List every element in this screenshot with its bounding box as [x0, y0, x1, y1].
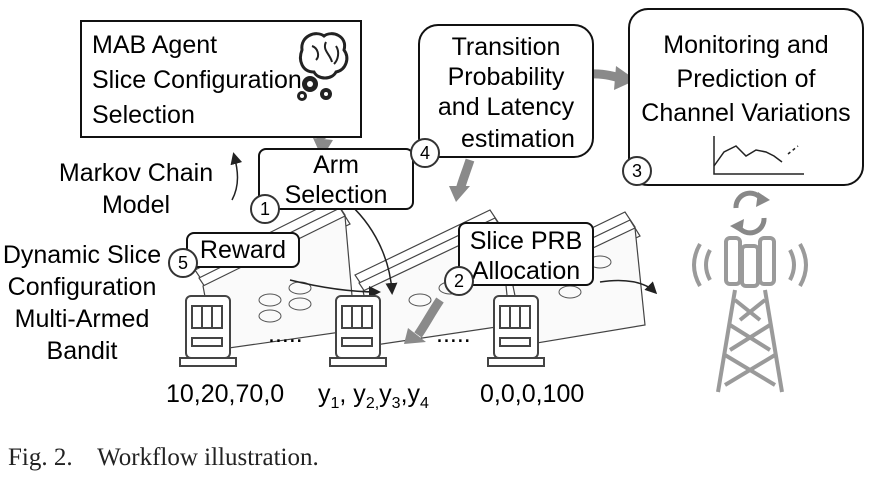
transition-line-4: estimation — [461, 125, 575, 153]
step-number-2: 2 — [444, 266, 474, 296]
figure-caption: Fig. 2. Workflow illustration. — [8, 444, 319, 471]
reward-label: Reward — [199, 236, 287, 264]
vector-y1: y — [318, 380, 331, 408]
vector-y2-sub: 2, — [365, 395, 380, 412]
markov-label-line-2: Model — [101, 191, 171, 219]
arm-selection-box: Arm Selection — [258, 148, 414, 210]
arrow-from-transition — [455, 158, 475, 192]
step-number-1: 1 — [250, 194, 280, 224]
step-number-4: 4 — [410, 138, 440, 168]
transition-line-3: and Latency — [437, 93, 575, 121]
transition-line-2: Probability — [447, 63, 565, 91]
transition-line-1: Transition — [451, 33, 561, 61]
reward-box: Reward — [186, 232, 300, 268]
arrow-allocation — [414, 297, 444, 338]
vector-first: 10,20,70,0 — [166, 380, 285, 408]
step-number-5: 5 — [168, 248, 198, 278]
vector-y3: y — [379, 380, 392, 408]
arm-selection-line-2: Selection — [284, 181, 388, 209]
mab-agent-box: MAB Agent Slice Configuration Selection — [80, 20, 362, 138]
vector-y2: , y — [339, 380, 366, 408]
monitoring-line-1: Monitoring and — [663, 31, 829, 59]
slice-prb-line-2: Allocation — [471, 257, 581, 285]
step-number-3: 3 — [622, 156, 652, 186]
vector-y4: ,y — [400, 380, 421, 408]
slice-prb-box: Slice PRB Allocation — [458, 222, 594, 286]
vector-last: 0,0,0,100 — [480, 380, 585, 408]
dynamic-label-line-4: Bandit — [46, 337, 118, 365]
dynamic-label-line-3: Multi-Armed — [14, 305, 150, 333]
markov-label-line-1: Markov Chain — [58, 159, 214, 187]
line-chart-icon — [713, 136, 804, 175]
vector-y4-sub: 4 — [420, 395, 429, 412]
monitoring-box: Monitoring and Prediction of Channel Var… — [628, 8, 864, 186]
slice-prb-line-1: Slice PRB — [469, 227, 583, 255]
mab-agent-line-1: MAB Agent — [92, 31, 218, 59]
arm-selection-line-1: Arm — [313, 151, 359, 179]
vector-y3-sub: 3 — [391, 395, 401, 412]
ellipsis-2: ..... — [436, 320, 471, 348]
mab-agent-line-2: Slice Configuration — [92, 66, 302, 94]
brain-gears-icon — [297, 32, 349, 101]
monitoring-line-2: Prediction of — [676, 65, 816, 93]
dynamic-label-line-2: Configuration — [7, 273, 157, 301]
base-station-icon — [179, 295, 545, 367]
ellipsis-1: ..... — [268, 320, 303, 348]
mab-agent-line-3: Selection — [92, 101, 195, 129]
monitoring-line-3: Channel Variations — [641, 99, 851, 127]
transition-box: Transition Probability and Latency estim… — [418, 24, 594, 158]
dynamic-label-line-1: Dynamic Slice — [2, 241, 162, 269]
cell-tower-icon — [692, 236, 808, 393]
vector-y1-sub: 1 — [330, 395, 340, 412]
vector-middle: y1, y2,y3,y4 — [318, 380, 429, 413]
